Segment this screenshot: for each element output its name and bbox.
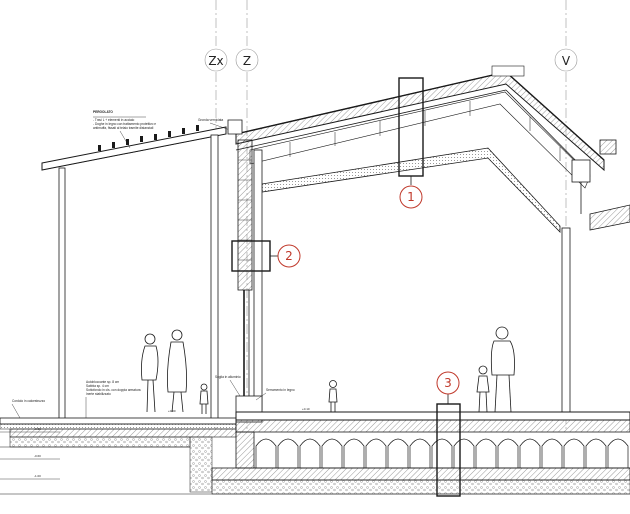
interior-floor xyxy=(0,411,630,495)
gutter-box xyxy=(571,159,591,183)
level-markers xyxy=(0,431,60,480)
detail-callout-1: 1 xyxy=(398,77,424,209)
people-figures xyxy=(141,326,515,414)
facade-wall xyxy=(235,139,571,423)
threshold-left-note: Soglia in alluminio xyxy=(215,375,241,379)
igloo-formwork xyxy=(255,438,629,468)
pergola xyxy=(41,125,227,421)
person-woman-right xyxy=(167,329,187,413)
slab-notes: Autobloccante sp. 8 cm Sabbia sp. 4 cm S… xyxy=(11,380,141,419)
roof-rafters xyxy=(289,101,561,161)
detail-callout-2: 2 xyxy=(231,240,301,272)
slab-note-line1: Autobloccante sp. 8 cm xyxy=(86,380,119,384)
igloo-arch xyxy=(563,438,585,468)
threshold-right-note: Serramento in legno xyxy=(266,388,295,392)
callout-2-number: 2 xyxy=(285,249,293,263)
pergola-note: PERGOLATO - Travi L + elementi in acciai… xyxy=(93,110,231,149)
igloo-arch xyxy=(365,438,387,468)
level-int: +0.10 xyxy=(302,407,310,411)
axis-bubble-zx xyxy=(204,48,228,72)
person-child-left xyxy=(199,383,209,414)
igloo-arch xyxy=(607,438,629,468)
igloo-arch xyxy=(519,438,541,468)
igloo-arch xyxy=(409,438,431,468)
person-woman-left xyxy=(141,333,159,413)
igloo-arch xyxy=(453,438,475,468)
igloo-arch xyxy=(475,438,497,468)
igloo-arch xyxy=(343,438,365,468)
gutter-note: Gronda verniciata xyxy=(198,118,223,122)
level-l3: -1.00 xyxy=(34,474,41,478)
igloo-arch xyxy=(541,438,563,468)
person-child-center xyxy=(328,380,338,412)
igloo-arch xyxy=(255,438,277,468)
ridge-detail xyxy=(491,65,525,77)
igloo-arch xyxy=(387,438,409,468)
eave-fascia xyxy=(599,139,617,155)
pergola-note-title: PERGOLATO xyxy=(93,110,113,114)
pergola-note-line1: - Travi L + elementi in acciaio xyxy=(93,118,134,122)
roof xyxy=(227,65,630,233)
axis-label-v: V xyxy=(562,54,571,68)
callout-1-number: 1 xyxy=(407,190,415,204)
person-man-right xyxy=(490,326,515,413)
igloo-arch xyxy=(585,438,607,468)
pergola-post-left xyxy=(58,167,66,421)
column-v xyxy=(561,227,571,419)
igloo-arch xyxy=(431,438,453,468)
threshold-notes: Soglia in alluminio Serramento in legno xyxy=(215,375,295,401)
igloo-arch xyxy=(277,438,299,468)
axis-label-z: Z xyxy=(243,54,251,68)
igloo-arch xyxy=(497,438,519,468)
pergola-note-line2: - Doghe in legno con trattamento protett… xyxy=(93,122,156,126)
pergola-slats xyxy=(98,125,199,151)
facade-courses xyxy=(238,159,252,261)
drain-note: Cordolo in calcestruzzo xyxy=(12,399,45,403)
slab-note-line2: Sabbia sp. 4 cm xyxy=(86,384,109,388)
detail-callout-3: 3 xyxy=(436,371,461,497)
person-child-right xyxy=(476,365,490,413)
axis-bubble-z xyxy=(235,48,259,72)
slab-note-line3: Sottofondo in cls. con doppia armatura xyxy=(86,388,141,392)
exterior-ground: -0.30 -0.60 -1.00 +0.00 +0.10 xyxy=(0,407,310,493)
grid-axes: Zx Z V xyxy=(204,0,578,430)
axis-bubble-v xyxy=(554,48,578,72)
igloo-arch xyxy=(321,438,343,468)
igloo-arch xyxy=(299,438,321,468)
level-l2: -0.60 xyxy=(34,454,41,458)
slab-note-line4: Inerte stabilizzato xyxy=(86,392,111,396)
level-l1: -0.30 xyxy=(34,427,41,431)
axis-label-zx: Zx xyxy=(208,54,223,68)
callout-3-number: 3 xyxy=(444,376,452,390)
pergola-note-line3: antimuffa, fissati al telaio tramite dis… xyxy=(93,126,154,130)
